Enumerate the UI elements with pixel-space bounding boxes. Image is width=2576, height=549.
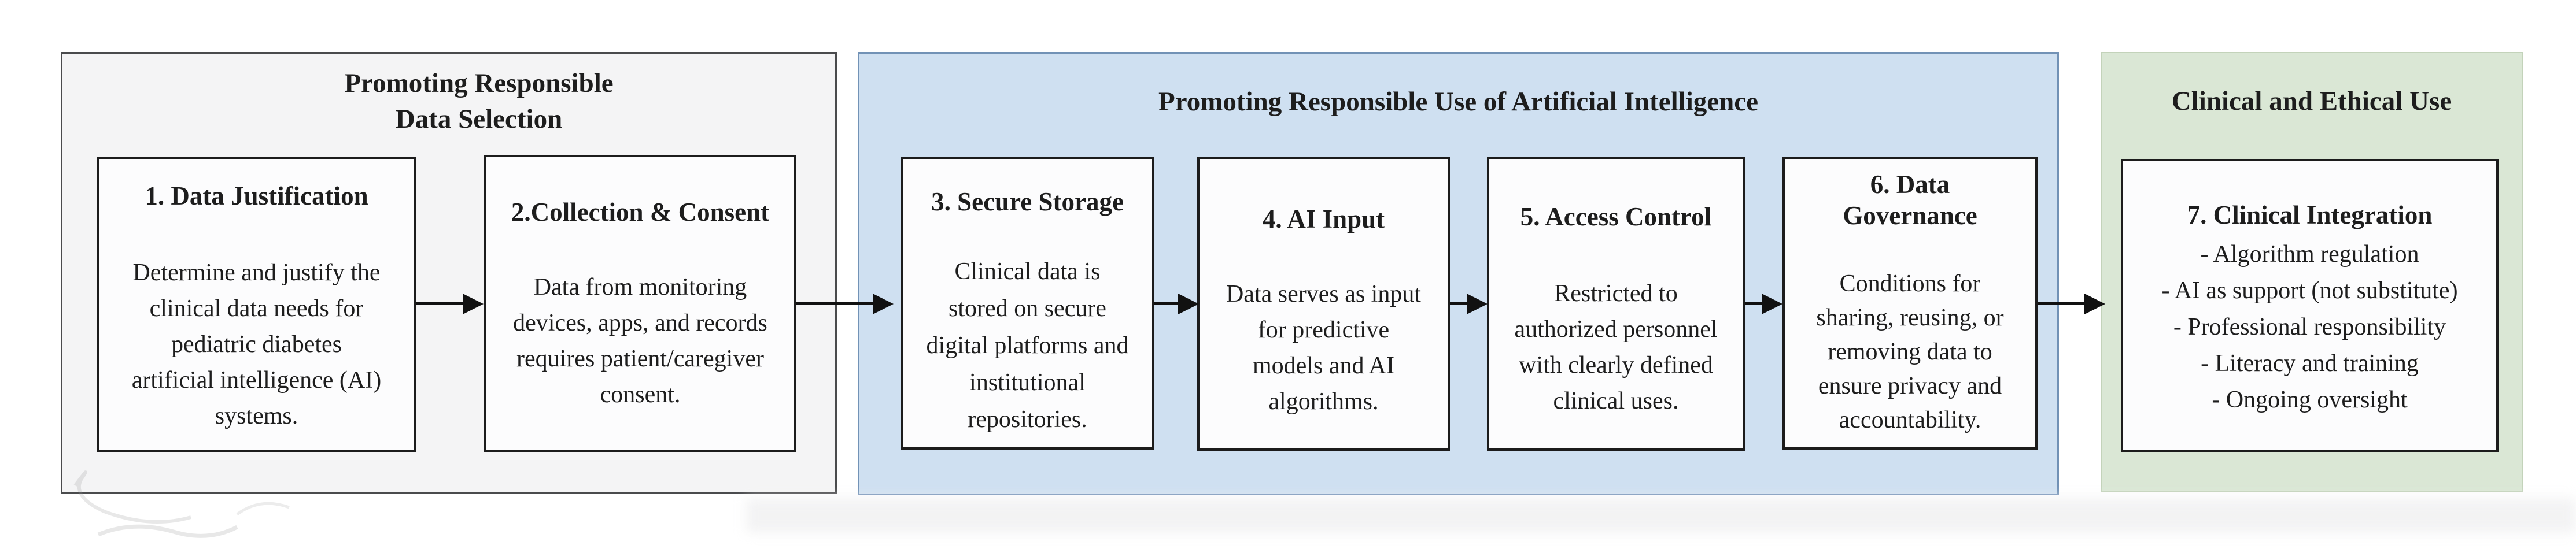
box-secure-storage: 3. Secure Storage Clinical data is store… <box>901 157 1154 450</box>
section-title-clinical-ethical-use: Clinical and Ethical Use <box>2171 86 2452 116</box>
arrow-1-head-icon <box>463 294 484 314</box>
arrow-3-line <box>1154 302 1179 305</box>
box-heading-access-control: 5. Access Control <box>1520 202 1712 231</box>
box-body-secure-storage: Clinical data is stored on secure digita… <box>926 258 1129 433</box>
box-heading-clinical-integration: 7. Clinical Integration <box>2187 201 2433 229</box>
box-body-access-control: Restricted to authorized personnel with … <box>1514 280 1718 414</box>
section-title-data-selection: Promoting Responsible Data Selection <box>344 68 614 134</box>
box-body-data-justification: Determine and justify the clinical data … <box>131 259 382 429</box>
arrow-5-line <box>1745 302 1763 305</box>
box-heading-data-governance: 6. Data Governance <box>1843 170 1977 230</box>
arrow-4-head-icon <box>1467 294 1488 314</box>
list-item-professional-responsibility: - Professional responsibility <box>2173 314 2446 340</box>
box-ai-input: 4. AI Input Data serves as input for pre… <box>1197 157 1450 451</box>
arrow-6-head-icon <box>2084 294 2105 314</box>
scan-smudge-band <box>746 498 2576 533</box>
arrow-3-head-icon <box>1178 294 1199 314</box>
arrow-5-head-icon <box>1762 294 1782 314</box>
box-heading-data-justification: 1. Data Justification <box>145 181 368 210</box>
arrow-6-line <box>2038 302 2086 305</box>
box-heading-secure-storage: 3. Secure Storage <box>931 187 1124 216</box>
box-body-ai-input: Data serves as input for predictive mode… <box>1226 281 1422 415</box>
arrow-2-line <box>796 302 874 305</box>
arrow-1-line <box>416 302 464 305</box>
box-heading-ai-input: 4. AI Input <box>1262 205 1385 233</box>
box-data-governance: 6. Data Governance Conditions for sharin… <box>1782 157 2038 450</box>
box-list-clinical-integration: - Algorithm regulation - AI as support (… <box>2161 236 2457 418</box>
box-access-control: 5. Access Control Restricted to authoriz… <box>1487 157 1745 451</box>
box-body-collection-consent: Data from monitoring devices, apps, and … <box>513 274 767 408</box>
arrow-2-head-icon <box>873 294 894 314</box>
list-item-literacy-training: - Literacy and training <box>2201 350 2419 377</box>
box-heading-collection-consent: 2.Collection & Consent <box>511 198 770 227</box>
box-data-justification: 1. Data Justification Determine and just… <box>97 157 416 452</box>
list-item-algorithm-regulation: - Algorithm regulation <box>2200 241 2419 268</box>
section-title-ai-use: Promoting Responsible Use of Artificial … <box>1158 87 1758 117</box>
box-clinical-integration: 7. Clinical Integration - Algorithm regu… <box>2121 159 2499 452</box>
box-body-data-governance: Conditions for sharing, reusing, or remo… <box>1816 270 2004 433</box>
scan-scribble-marks <box>73 470 290 538</box>
list-item-ongoing-oversight: - Ongoing oversight <box>2212 387 2408 413</box>
list-item-ai-as-support: - AI as support (not substitute) <box>2161 277 2458 304</box>
box-collection-consent: 2.Collection & Consent Data from monitor… <box>484 155 796 452</box>
arrow-4-line <box>1450 302 1468 305</box>
